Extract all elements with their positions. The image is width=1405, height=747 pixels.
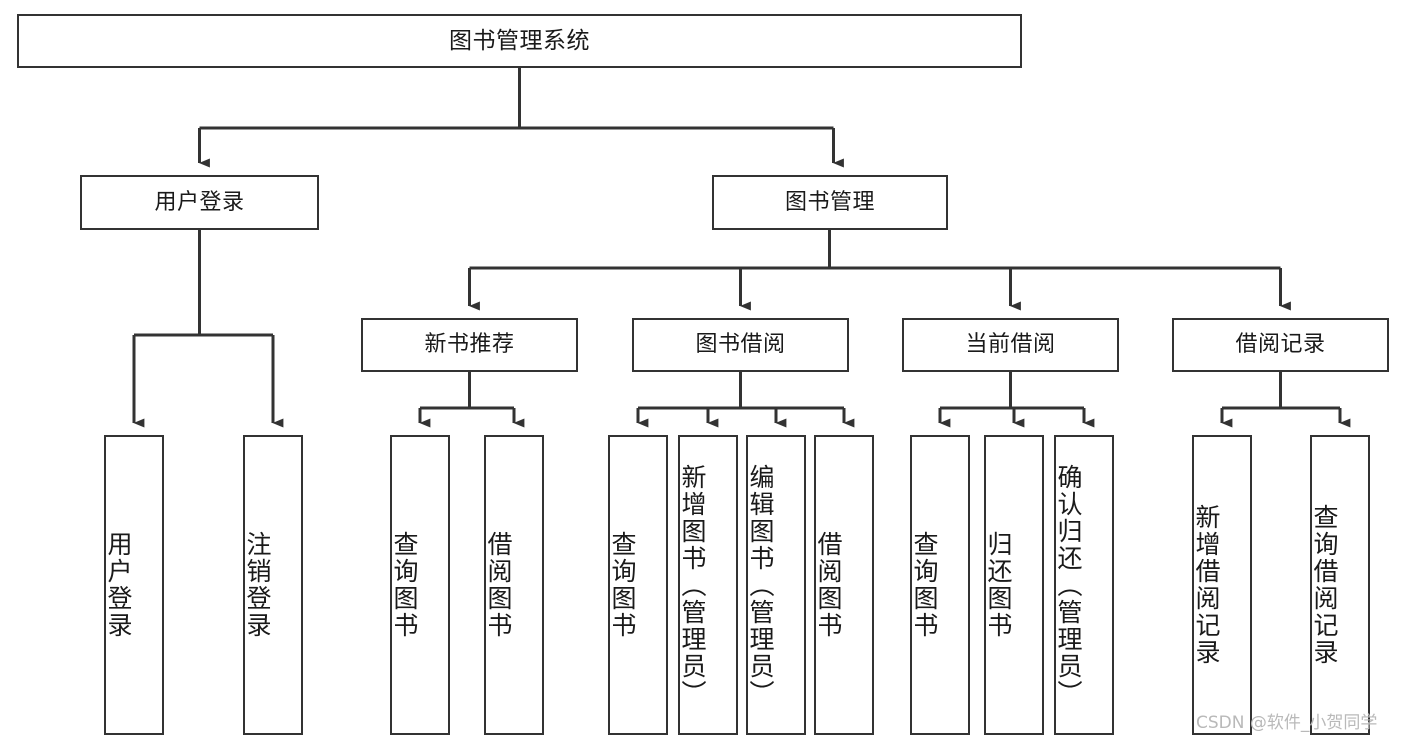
csdn-watermark: CSDN @软件_小贺同学 bbox=[1196, 713, 1378, 733]
node-leaf-query-book-3[interactable]: 查询图书 bbox=[910, 435, 970, 735]
node-leaf-add-record-label: 新增借阅记录 bbox=[1192, 504, 1221, 666]
node-new-book-rec-label: 新书推荐 bbox=[424, 332, 515, 358]
node-leaf-query-book-1[interactable]: 查询图书 bbox=[390, 435, 450, 735]
node-borrow-record-label: 借阅记录 bbox=[1235, 332, 1326, 358]
node-leaf-add-book[interactable]: 新增图书（管理员） bbox=[678, 435, 738, 735]
node-leaf-logout-label: 注销登录 bbox=[243, 531, 272, 639]
node-current-borrow[interactable]: 当前借阅 bbox=[902, 318, 1119, 372]
node-leaf-return-book[interactable]: 归还图书 bbox=[984, 435, 1044, 735]
node-leaf-user-login-label: 用户登录 bbox=[104, 531, 133, 639]
node-book-borrow-label: 图书借阅 bbox=[695, 332, 786, 358]
node-leaf-borrow-book-1[interactable]: 借阅图书 bbox=[484, 435, 544, 735]
node-user-login[interactable]: 用户登录 bbox=[80, 175, 319, 230]
node-leaf-confirm-return[interactable]: 确认归还（管理员） bbox=[1054, 435, 1114, 735]
node-leaf-borrow-book-2-label: 借阅图书 bbox=[814, 531, 843, 639]
node-user-login-label: 用户登录 bbox=[154, 189, 245, 215]
node-leaf-user-login[interactable]: 用户登录 bbox=[104, 435, 164, 735]
node-leaf-query-record-label: 查询借阅记录 bbox=[1310, 504, 1339, 666]
node-book-manage-label: 图书管理 bbox=[784, 189, 875, 215]
node-leaf-confirm-return-label: 确认归还（管理员） bbox=[1054, 463, 1083, 707]
node-leaf-query-record[interactable]: 查询借阅记录 bbox=[1310, 435, 1370, 735]
node-leaf-logout[interactable]: 注销登录 bbox=[243, 435, 303, 735]
node-leaf-query-book-2[interactable]: 查询图书 bbox=[608, 435, 668, 735]
node-leaf-query-book-3-label: 查询图书 bbox=[910, 531, 939, 639]
node-leaf-query-book-1-label: 查询图书 bbox=[390, 531, 419, 639]
node-leaf-borrow-book-1-label: 借阅图书 bbox=[484, 531, 513, 639]
node-root[interactable]: 图书管理系统 bbox=[17, 14, 1022, 68]
node-book-borrow[interactable]: 图书借阅 bbox=[632, 318, 849, 372]
node-leaf-borrow-book-2[interactable]: 借阅图书 bbox=[814, 435, 874, 735]
node-current-borrow-label: 当前借阅 bbox=[965, 332, 1056, 358]
node-leaf-add-record[interactable]: 新增借阅记录 bbox=[1192, 435, 1252, 735]
node-borrow-record[interactable]: 借阅记录 bbox=[1172, 318, 1389, 372]
node-leaf-add-book-label: 新增图书（管理员） bbox=[678, 463, 707, 707]
node-leaf-return-book-label: 归还图书 bbox=[984, 531, 1013, 639]
node-leaf-edit-book-label: 编辑图书（管理员） bbox=[746, 463, 775, 707]
node-root-label: 图书管理系统 bbox=[449, 27, 590, 54]
node-book-manage[interactable]: 图书管理 bbox=[712, 175, 948, 230]
node-leaf-query-book-2-label: 查询图书 bbox=[608, 531, 637, 639]
node-new-book-rec[interactable]: 新书推荐 bbox=[361, 318, 578, 372]
node-leaf-edit-book[interactable]: 编辑图书（管理员） bbox=[746, 435, 806, 735]
